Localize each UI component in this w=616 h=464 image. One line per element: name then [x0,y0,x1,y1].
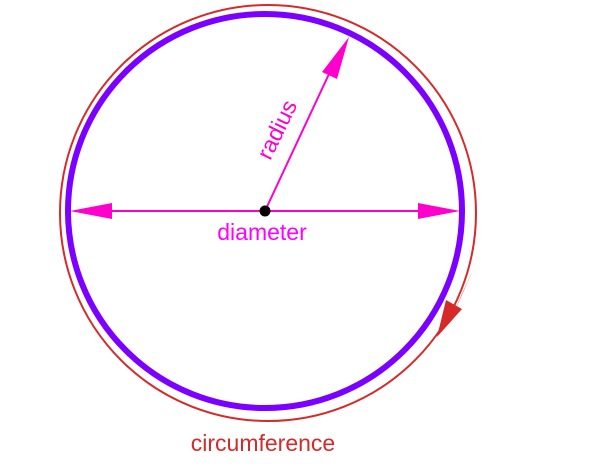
circumference-arrowhead-lower-icon [437,300,462,337]
center-point-dot [259,205,271,217]
circumference-circle [59,4,477,422]
radius-line [264,73,330,212]
diameter-label: diameter [217,219,307,245]
circumference-label: circumference [191,430,335,456]
main-circle [65,11,465,411]
circumference-arrowhead-upper-icon [452,268,474,317]
radius-arrowhead-icon [322,37,349,79]
diameter-left-arrowhead-icon [70,203,112,219]
radius-label: radius [251,96,302,164]
diameter-right-arrowhead-icon [418,203,460,219]
